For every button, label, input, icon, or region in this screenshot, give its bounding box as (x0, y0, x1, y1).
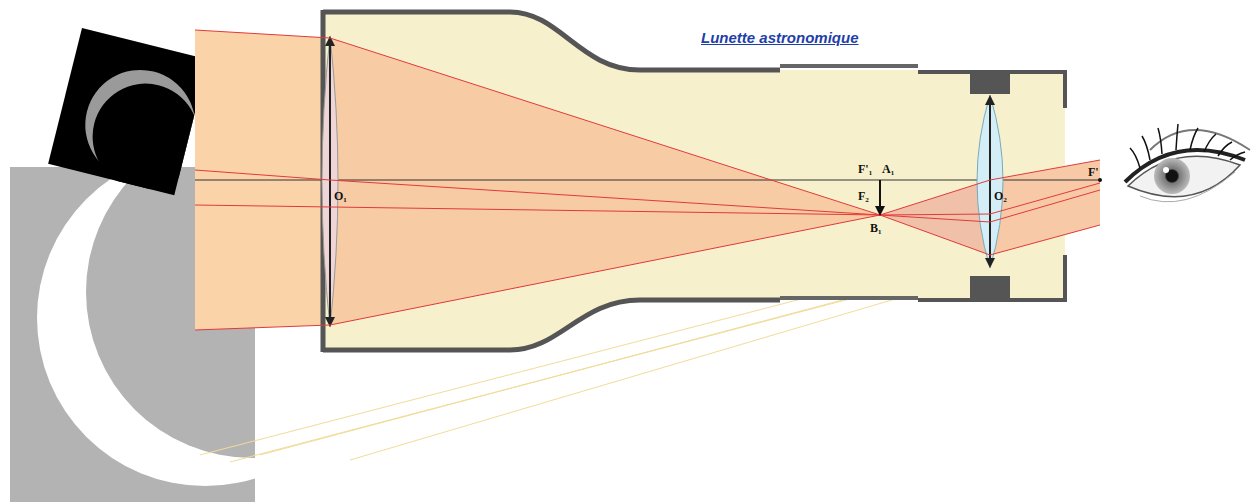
eye (1125, 124, 1250, 202)
draw-tube (780, 64, 918, 68)
outgoing-beam (990, 160, 1100, 255)
intermediate-image (879, 180, 881, 209)
point-label: O₁ (334, 190, 347, 202)
diagram-title: Lunette astronomique (701, 30, 859, 45)
eyepiece-housing (918, 72, 1065, 300)
point-label: A₁ (882, 163, 894, 175)
tube-body (323, 12, 1065, 350)
point-label: O₂ (994, 190, 1007, 202)
point-label: F₂ (858, 190, 869, 202)
point-label: F' (1088, 166, 1099, 178)
point-label: F'₁ (858, 163, 872, 175)
diverging-cone (880, 180, 990, 255)
objective-lens (322, 36, 338, 327)
draw-tube (780, 296, 918, 300)
point-label: B₁ (870, 222, 882, 234)
converging-cone (330, 38, 880, 325)
light-rays (195, 30, 1100, 330)
eyepiece-lens (977, 95, 1003, 268)
moon-photo (47, 28, 218, 201)
tube-wall (323, 300, 780, 350)
